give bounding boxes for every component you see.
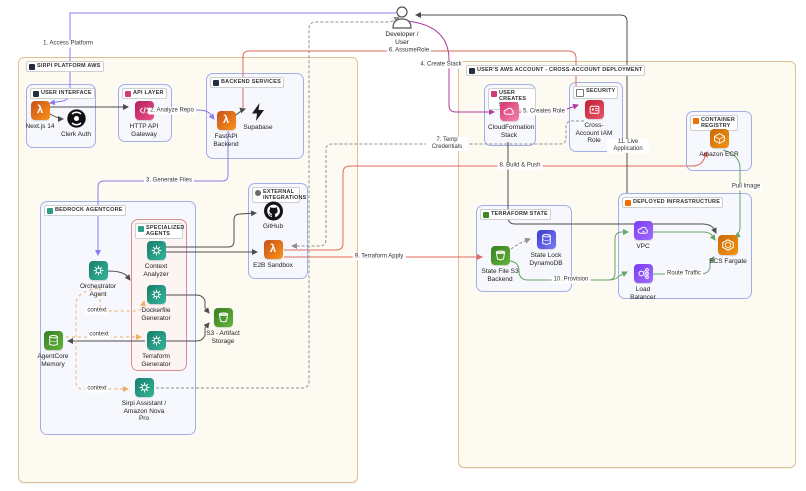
database-icon [43,331,63,350]
clerk-auth-node: Clerk Auth [56,109,96,139]
bedrock-agentcore-badge: BEDROCK AGENTCORE [44,205,126,216]
supabase-node: Supabase [238,102,278,132]
lightning-bolt-icon [249,102,268,121]
platform-badge: SIRPI PLATFORM AWS [26,61,104,72]
amazon-ecr-node: Amazon ECR [697,129,741,159]
github-icon [263,201,283,220]
edge-label-creates-role: 5. Creates Role [521,108,567,116]
edge-label-access-platform: 1. Access Platform [41,40,95,48]
clerk-icon [66,109,86,128]
github-node: GitHub [253,201,293,231]
state-lock-dynamodb-node: State Lock DynamoDB [525,230,567,267]
edge-label-context-1: context [85,307,109,315]
terraform-generator-node: Terraform Generator [136,331,176,368]
developer-actor-label: Developer / User [385,31,419,46]
backend-services-badge: BACKEND SERVICES [210,77,284,88]
cross-account-iam-role-node: Cross-Account IAM Role [574,100,614,145]
edge-label-pull-image: Pull Image [729,183,763,191]
agentcore-memory-node: AgentCore Memory [32,331,74,368]
lambda-icon: λ [263,240,283,259]
edge-label-generate-files: 3. Generate Files [143,177,195,185]
api-gateway-icon [134,101,154,120]
edge-label-assume-role: 6. AssumeRole [386,47,432,55]
agent-icon [146,241,166,260]
edge-label-temp-credentials: 7. Temp Credentials [426,137,468,151]
cloudformation-stack-node: CloudFormation Stack [488,102,534,139]
edge-label-context-3: context [85,385,109,393]
monitor-icon [33,90,39,97]
s3-bucket-icon [490,246,510,265]
infra-icon [625,199,631,206]
lambda-icon: λ [30,101,50,120]
bedrock-icon [47,207,53,214]
stack-icon [491,90,497,97]
aws-icon [469,67,475,74]
specialized-agents-badge: SPECIALIZED AGENTS [135,223,184,239]
edge-label-live-application: 11. Live Application [607,139,649,153]
registry-icon [693,117,699,124]
orchestrator-agent-node: Orchestrator Agent [76,261,120,298]
user-account-badge: USER'S AWS ACCOUNT - CROSS-ACCOUNT DEPLO… [466,65,646,76]
http-api-gateway-node: HTTP API Gateway [124,101,164,138]
gear-icon [255,189,261,196]
agent-icon [134,378,154,397]
agent-icon [88,261,108,280]
server-icon [213,79,219,86]
edge-label-context-2: context [87,331,111,339]
edge-label-analyze-repo: 2. Analyze Repo [148,107,196,115]
load-balancer-node: Load Balancer [623,264,663,301]
deployed-infrastructure-badge: DEPLOYED INFRASTRUCTURE [622,197,724,208]
context-analyzer-node: Context Analyzer [136,241,176,278]
iam-icon [584,100,604,119]
sirpi-assistant-node: Sirpi Assistant / Amazon Nova Pro [120,378,168,423]
ecs-fargate-node: ECS Fargate [706,235,750,266]
edge-label-build-push: 8. Build & Push [497,162,543,170]
edge-label-create-stack: 4. Create Stack [418,61,464,69]
agent-icon [146,285,166,304]
terraform-state-badge: TERRAFORM STATE [480,209,551,220]
edge-label-terraform-apply: 9. Terraform Apply [352,253,406,261]
s3-artifact-storage-node: S3 - Artifact Storage [201,308,245,345]
cloudformation-icon [499,102,519,121]
agent-icon [146,331,166,350]
user-interface-badge: USER INTERFACE [30,88,95,99]
load-balancer-icon [633,264,653,283]
s3-bucket-icon [213,308,233,327]
edge-label-route-traffic: Route Traffic [665,270,703,278]
lambda-icon: λ [216,111,236,130]
dynamodb-icon [536,230,556,249]
agent-icon [138,225,144,232]
api-layer-badge: API LAYER [122,88,167,99]
ecs-fargate-icon [718,235,738,255]
api-icon [125,90,131,97]
aws-icon [29,63,35,70]
edge-label-provision: 10. Provision [551,276,591,284]
container-registry-icon [709,129,729,148]
vpc-node: VPC [623,221,663,251]
vpc-icon [633,221,653,240]
dockerfile-generator-node: Dockerfile Generator [136,285,176,322]
state-file-s3-node: State File S3 Backend [478,246,522,283]
terraform-icon [483,211,489,218]
